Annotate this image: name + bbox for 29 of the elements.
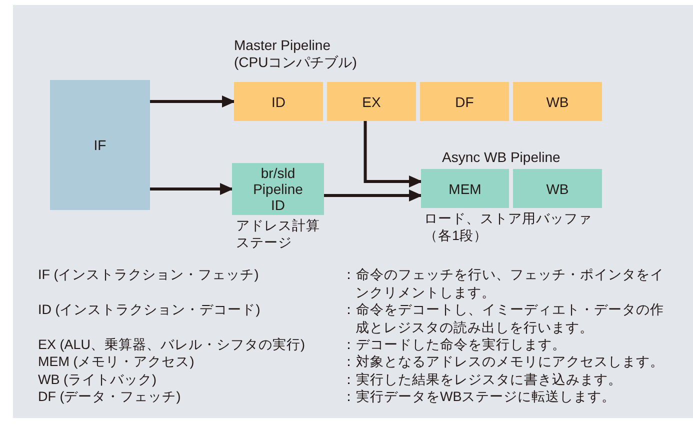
pipeline-title: (CPUコンパチブル) — [234, 54, 357, 71]
stage-box: ID — [234, 82, 323, 121]
stage-box: WB — [513, 169, 602, 208]
arrow — [150, 96, 236, 108]
arrow — [364, 121, 422, 188]
term-definition: ：実行データをWBステージに転送します。 — [342, 388, 617, 406]
stage-box: WB — [513, 82, 602, 121]
term-label: MEM (メモリ・アクセス) — [38, 353, 194, 370]
term-definition: ：対象となるアドレスのメモリにアクセスします。 — [342, 353, 665, 370]
term-label: EX (ALU、乗算器、バレル・シフタの実行) — [38, 336, 306, 354]
stage-box: IF — [50, 80, 150, 210]
term-definition: ：命令のフェッチを行い、フェッチ・ポインタをインクリメントします。 — [342, 266, 665, 301]
term-label: ID (インストラクション・デコード) — [38, 301, 260, 318]
pipeline-title: Async WB Pipeline — [442, 149, 560, 166]
stage-box: br/sld Pipeline ID — [232, 163, 324, 215]
term-definition: ：実行した結果をレジスタに書き込みます。 — [342, 371, 623, 388]
stage-box: MEM — [421, 169, 509, 208]
term-label: DF (データ・フェッチ) — [38, 388, 181, 406]
buffer-caption: ロード、ストア用バッファ（各1段） — [424, 210, 593, 244]
stage-box: DF — [420, 82, 509, 121]
stage-caption: アドレス計算ステージ — [236, 217, 321, 251]
term-label: WB (ライトバック) — [38, 371, 156, 388]
term-definition: ：命令をデコートし、イミーディエト・データの作成とレジスタの読み出しを行います。 — [342, 301, 665, 336]
term-label: IF (インストラクション・フェッチ) — [38, 266, 259, 284]
term-definition: ：デコードした命令を実行します。 — [342, 336, 567, 354]
stage-box: EX — [327, 82, 416, 121]
pipeline-title: Master Pipeline — [234, 37, 330, 54]
arrow — [324, 190, 422, 202]
arrow — [150, 183, 234, 195]
